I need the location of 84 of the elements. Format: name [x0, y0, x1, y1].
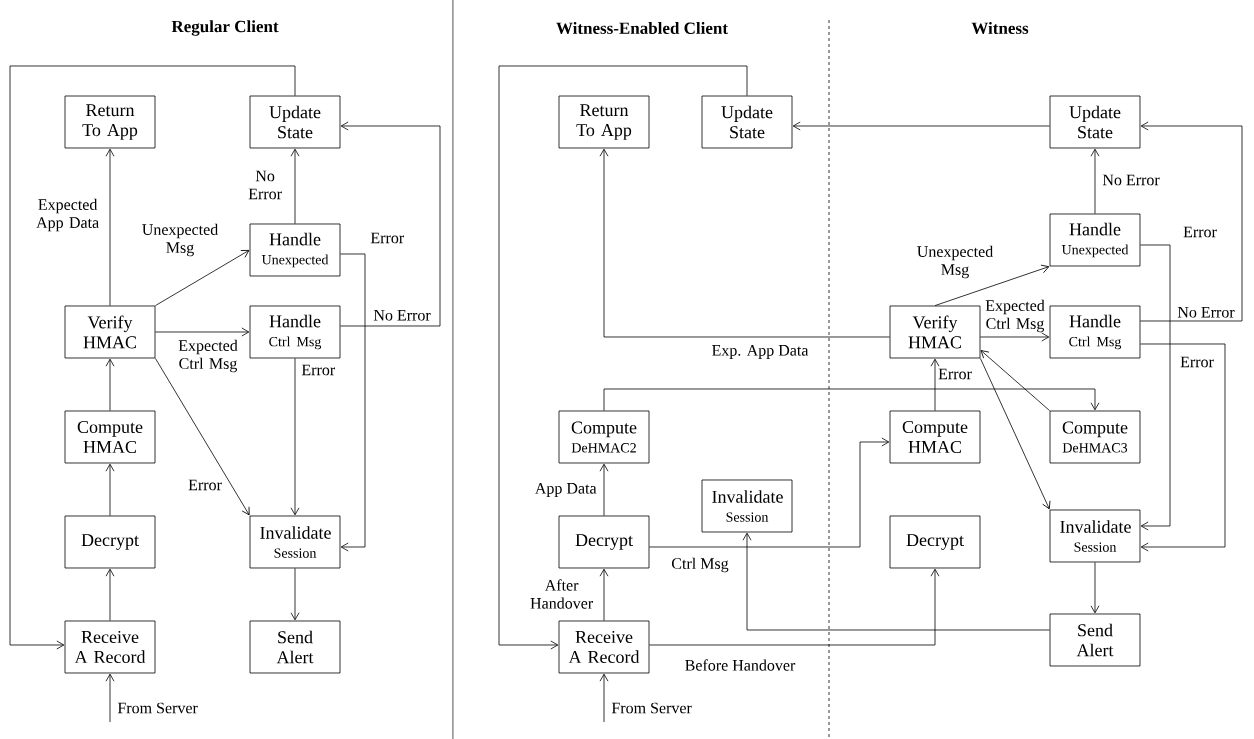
edge-label: Ctrl Msg: [672, 557, 729, 573]
process-box: Update State: [1049, 95, 1141, 149]
arrow: [980, 332, 1050, 342]
process-box: Compute DeHMAC3: [1049, 410, 1141, 464]
arrow: [792, 121, 1050, 131]
edge-label: Before Handover: [685, 659, 796, 671]
arrow: [105, 463, 115, 516]
process-box: Send Alert: [249, 620, 341, 674]
process-box: Handle Ctrl Msg: [1049, 305, 1141, 359]
process-box: Decrypt: [64, 515, 156, 569]
edge-label: No Error: [1177, 306, 1235, 318]
edge-label: Expected Ctrl Msg: [178, 339, 238, 373]
arrow: [105, 148, 115, 306]
edge-label: Error: [938, 368, 972, 380]
edge-label: Unexpected Msg: [917, 245, 993, 279]
edge-label: No Error: [1102, 174, 1160, 186]
edge-label: No Error: [373, 309, 431, 321]
process-box: Update State: [701, 95, 793, 149]
arrow: [649, 568, 940, 646]
edge-label: After Handover: [530, 579, 593, 609]
arrow: [340, 121, 441, 327]
arrow: [290, 568, 300, 621]
edge-label: Unexpected Msg: [142, 223, 219, 257]
process-box: Verify HMAC: [889, 305, 981, 359]
edge-label: Error: [1180, 356, 1214, 368]
arrow: [603, 388, 1100, 411]
process-box: Return To App: [558, 95, 650, 149]
process-box: Update State: [249, 95, 341, 149]
arrow: [599, 148, 890, 338]
process-box: Invalidate Session: [1049, 509, 1141, 563]
panel-title: Witness: [971, 22, 1029, 34]
arrow: [290, 148, 300, 224]
edge-label: Expected App Data: [36, 198, 99, 232]
edge-label: From Server: [611, 702, 692, 714]
edge-label: From Server: [117, 702, 198, 714]
arrow: [1140, 343, 1226, 552]
arrow: [1140, 244, 1171, 531]
arrow: [1090, 562, 1100, 614]
edge-label: Expected Ctrl Msg: [985, 299, 1045, 333]
process-box: Verify HMAC: [64, 305, 156, 359]
arrow: [599, 463, 609, 516]
arrow: [498, 65, 748, 650]
arrow: [1140, 121, 1243, 322]
process-box: Receive A Record: [64, 620, 156, 674]
arrow: [649, 437, 890, 548]
arrow: [105, 568, 115, 621]
edge-label: Error: [370, 232, 405, 244]
process-box: Handle Unexpected: [1049, 213, 1141, 267]
arrow: [340, 253, 366, 552]
process-box: Send Alert: [1049, 613, 1141, 667]
arrow: [105, 673, 115, 723]
edge-label: Error: [188, 479, 222, 491]
arrow: [930, 358, 940, 411]
process-box: Invalidate Session: [249, 515, 341, 569]
arrow: [155, 358, 250, 516]
arrow: [934, 264, 1050, 306]
arrow: [105, 358, 115, 411]
arrow: [1090, 148, 1100, 214]
process-box: Compute HMAC: [64, 410, 156, 464]
process-box: Compute HMAC: [889, 410, 981, 464]
arrow: [980, 350, 1050, 411]
process-box: Handle Unexpected: [249, 223, 341, 277]
panel-title: Witness-Enabled Client: [556, 22, 728, 34]
edge-label: No Error: [248, 170, 282, 200]
process-box: Compute DeHMAC2: [558, 410, 650, 464]
arrow: [599, 568, 609, 621]
process-box: Receive A Record: [558, 620, 650, 674]
edge-label: App Data: [535, 483, 597, 497]
edge-label: Exp. App Data: [712, 345, 809, 359]
arrow: [9, 65, 296, 650]
process-box: Decrypt: [889, 515, 981, 569]
process-box: Invalidate Session: [701, 479, 793, 533]
arrow: [599, 673, 609, 723]
arrow: [980, 358, 1051, 510]
edge-label: Error: [301, 364, 336, 376]
arrow: [155, 250, 250, 306]
arrow: [742, 532, 1050, 631]
process-box: Handle Ctrl Msg: [249, 305, 341, 359]
panel-title: Regular Client: [171, 20, 279, 36]
process-box: Decrypt: [558, 515, 650, 569]
arrow: [290, 358, 300, 516]
process-box: Return To App: [64, 95, 156, 149]
arrow: [155, 327, 250, 337]
edge-label: Error: [1183, 226, 1217, 238]
